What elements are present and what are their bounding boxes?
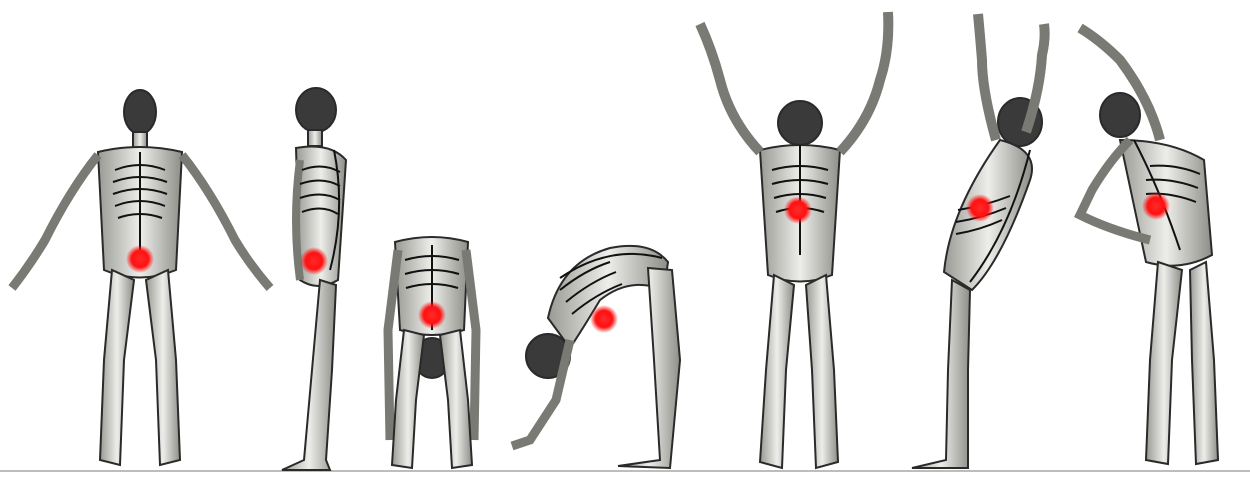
figure-arms-raised-back	[700, 12, 888, 468]
figure-backward-extension-side	[912, 14, 1045, 468]
pain-marker	[300, 247, 328, 275]
figure-lateral-bend-back	[1080, 28, 1218, 464]
figure-forward-bend-front	[388, 237, 476, 468]
figure-forward-bend-side	[512, 246, 680, 468]
pain-marker	[126, 245, 154, 273]
pain-marker	[966, 194, 994, 222]
figure-standing-front	[12, 90, 270, 465]
figure-standing-side	[282, 88, 346, 470]
pain-marker	[1142, 192, 1170, 220]
pain-marker	[590, 305, 618, 333]
pain-marker	[784, 196, 812, 224]
pain-marker	[418, 301, 446, 329]
